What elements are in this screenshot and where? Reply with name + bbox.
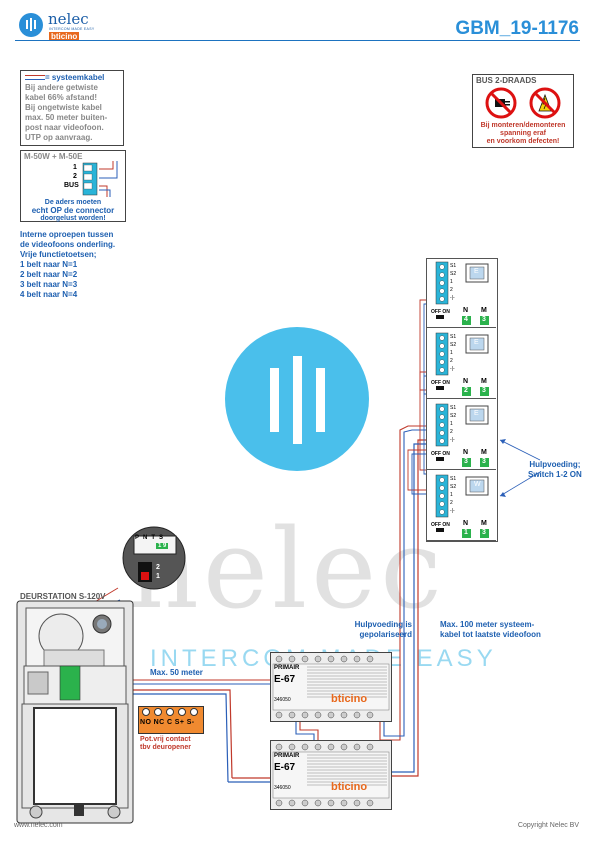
psu-model: E-67 xyxy=(274,762,296,773)
polarized-note: Hulpvoeding is gepolariseerd xyxy=(354,620,412,639)
logo-tagline: INTERCOM MADE EASY xyxy=(49,27,95,31)
screen-label: E xyxy=(474,339,479,346)
cable-note-line: Bij andere getwiste xyxy=(25,83,98,92)
no-plug-icon xyxy=(485,87,517,119)
warning-icons xyxy=(485,87,561,119)
max-100m-note: Max. 100 meter systeem- kabel tot laatst… xyxy=(440,620,541,639)
cable-note: = systeemkabel Bij andere getwiste kabel… xyxy=(20,70,124,146)
psu-primary-label: PRIMAIR xyxy=(274,665,300,671)
n-value: 3 xyxy=(464,458,468,465)
m-header: M xyxy=(481,520,487,527)
psu-code: 346050 xyxy=(274,697,291,703)
power-supply-e67: PRIMAIR E-67 346050 bticino xyxy=(270,652,392,722)
m-value: 3 xyxy=(482,387,486,394)
m-header: M xyxy=(481,307,487,314)
footer-website: www.nelec.com xyxy=(14,822,63,829)
document-id: GBM_19-1176 xyxy=(455,18,579,39)
pin-label: 2 xyxy=(73,173,77,180)
m-value: 3 xyxy=(482,316,486,323)
switch-label: OFF ON xyxy=(431,522,450,528)
bus-warning: BUS 2-DRAADS Bij monteren/demonteren spa… xyxy=(472,74,574,148)
cable-legend: = systeemkabel xyxy=(45,73,105,82)
cable-note-line: max. 50 meter buiten- xyxy=(25,113,108,122)
nelec-logo-icon xyxy=(19,13,43,37)
m-header: M xyxy=(481,449,487,456)
logo-name: nelec xyxy=(48,10,89,28)
connector-note: M-50W + M-50E 1 2 BUS De aders moeten ec… xyxy=(20,150,126,222)
connector-diagram xyxy=(82,161,118,197)
bus-warning-text: Bij monteren/demonteren spanning eraf en… xyxy=(480,122,566,145)
relay-note: Pot.vrij contact tbv deuropener xyxy=(140,736,191,751)
footer-copyright: Copyright Nelec BV xyxy=(517,822,579,829)
psu-code: 346050 xyxy=(274,785,291,791)
switch-label: OFF ON xyxy=(431,380,450,386)
n-header: N xyxy=(463,307,469,314)
n-header: N xyxy=(463,378,469,385)
switch-label: OFF ON xyxy=(431,451,450,457)
psu-brand: bticino xyxy=(331,781,368,793)
m-value: 3 xyxy=(482,458,486,465)
psu-model: E-67 xyxy=(274,674,296,685)
n-header: N xyxy=(463,449,469,456)
relay-labels: NO NC C S+ S- xyxy=(140,719,195,726)
cable-note-line: Bij ongetwiste kabel xyxy=(25,103,102,112)
connector-title: M-50W + M-50E xyxy=(24,152,83,161)
pin-label: BUS xyxy=(64,182,79,189)
zoom-values: 1 9 xyxy=(156,543,169,549)
logo: nelec INTERCOM MADE EASY bticino xyxy=(18,10,98,41)
aux-power-label: Hulpvoeding; Switch 1-2 ON xyxy=(528,460,582,479)
cable-note-line: kabel 66% afstand! xyxy=(25,93,98,102)
power-supply-e67: PRIMAIR E-67 346050 bticino xyxy=(270,740,392,810)
relay-terminal-block: NO NC C S+ S- xyxy=(138,706,204,734)
cable-note-line: UTP op aanvraag. xyxy=(25,133,93,142)
connector-warning: De aders moeten echt OP de connector doo… xyxy=(31,199,115,222)
psu-primary-label: PRIMAIR xyxy=(274,753,300,759)
dip-labels: 2 1 xyxy=(156,564,160,580)
logo-brand: bticino xyxy=(49,32,80,41)
m-header: M xyxy=(481,378,487,385)
zoom-labels: PNTS xyxy=(135,535,168,541)
screen-label: E xyxy=(474,268,479,275)
no-voltage-icon xyxy=(529,87,561,119)
m-value: 3 xyxy=(482,529,486,536)
door-station xyxy=(16,600,134,824)
switch-label: OFF ON xyxy=(431,309,450,315)
n-value: 1 xyxy=(464,529,468,536)
header-divider xyxy=(15,40,580,41)
internal-calls-note: Interne oproepen tussen de videofoons on… xyxy=(20,230,116,299)
n-value: 4 xyxy=(464,316,468,323)
max-50m-note: Max. 50 meter xyxy=(150,668,203,677)
cable-note-line: post naar videofoon. xyxy=(25,123,104,132)
bus-warning-title: BUS 2-DRAADS xyxy=(476,76,537,85)
psu-brand: bticino xyxy=(331,693,368,705)
system-cable-swatch xyxy=(25,75,45,81)
zoom-inset xyxy=(122,526,186,590)
screen-label: E xyxy=(474,410,479,417)
pin-label: 1 xyxy=(73,164,77,171)
door-station-label: DEURSTATION S-120V xyxy=(20,592,106,601)
n-header: N xyxy=(463,520,469,527)
screen-label: W xyxy=(474,481,481,488)
n-value: 2 xyxy=(464,387,468,394)
